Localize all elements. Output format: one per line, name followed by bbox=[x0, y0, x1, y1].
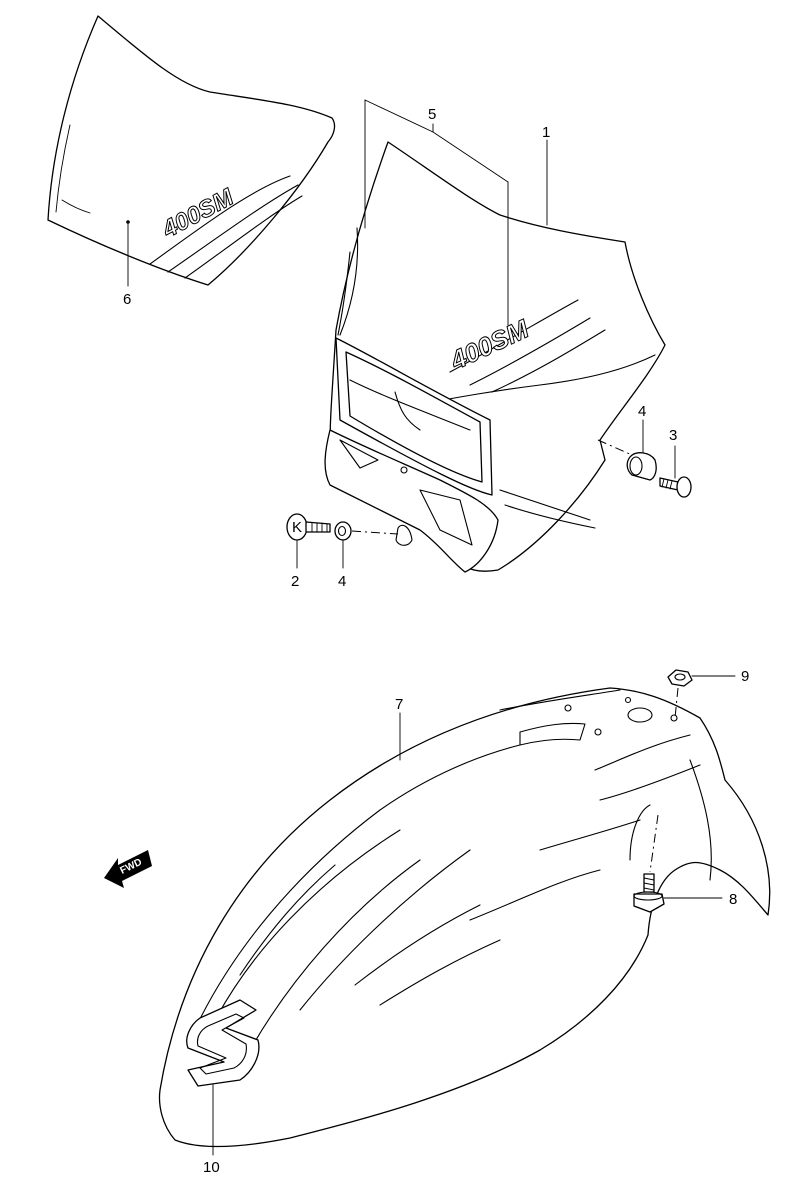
headlight-cowl-part-1: 400SM bbox=[324, 141, 666, 573]
bolt-part-2: K bbox=[286, 513, 331, 569]
grommet-part-4-left bbox=[334, 521, 399, 569]
callout-1: 1 bbox=[542, 124, 550, 141]
callout-4-right: 4 bbox=[638, 403, 646, 420]
screw-part-3 bbox=[659, 445, 692, 498]
callout-5-leader bbox=[364, 99, 509, 326]
bolt-head-mark: K bbox=[292, 519, 302, 536]
callout-2: 2 bbox=[291, 573, 299, 590]
front-fender-part-7 bbox=[158, 687, 771, 1148]
callout-6: 6 bbox=[123, 291, 131, 308]
callout-5: 5 bbox=[428, 106, 436, 123]
callout-8: 8 bbox=[729, 891, 737, 908]
grommet-part-4-right bbox=[597, 419, 657, 481]
callout-4-left: 4 bbox=[338, 573, 346, 590]
flange-bolt-part-8 bbox=[633, 814, 723, 913]
callout-3: 3 bbox=[669, 427, 677, 444]
windscreen-part-6: 400SM bbox=[47, 15, 336, 287]
callout-7: 7 bbox=[395, 696, 403, 713]
nut-part-9 bbox=[667, 669, 736, 719]
forward-direction-arrow: FWD bbox=[104, 850, 152, 888]
callout-9: 9 bbox=[741, 668, 749, 685]
callout-10: 10 bbox=[203, 1159, 220, 1176]
